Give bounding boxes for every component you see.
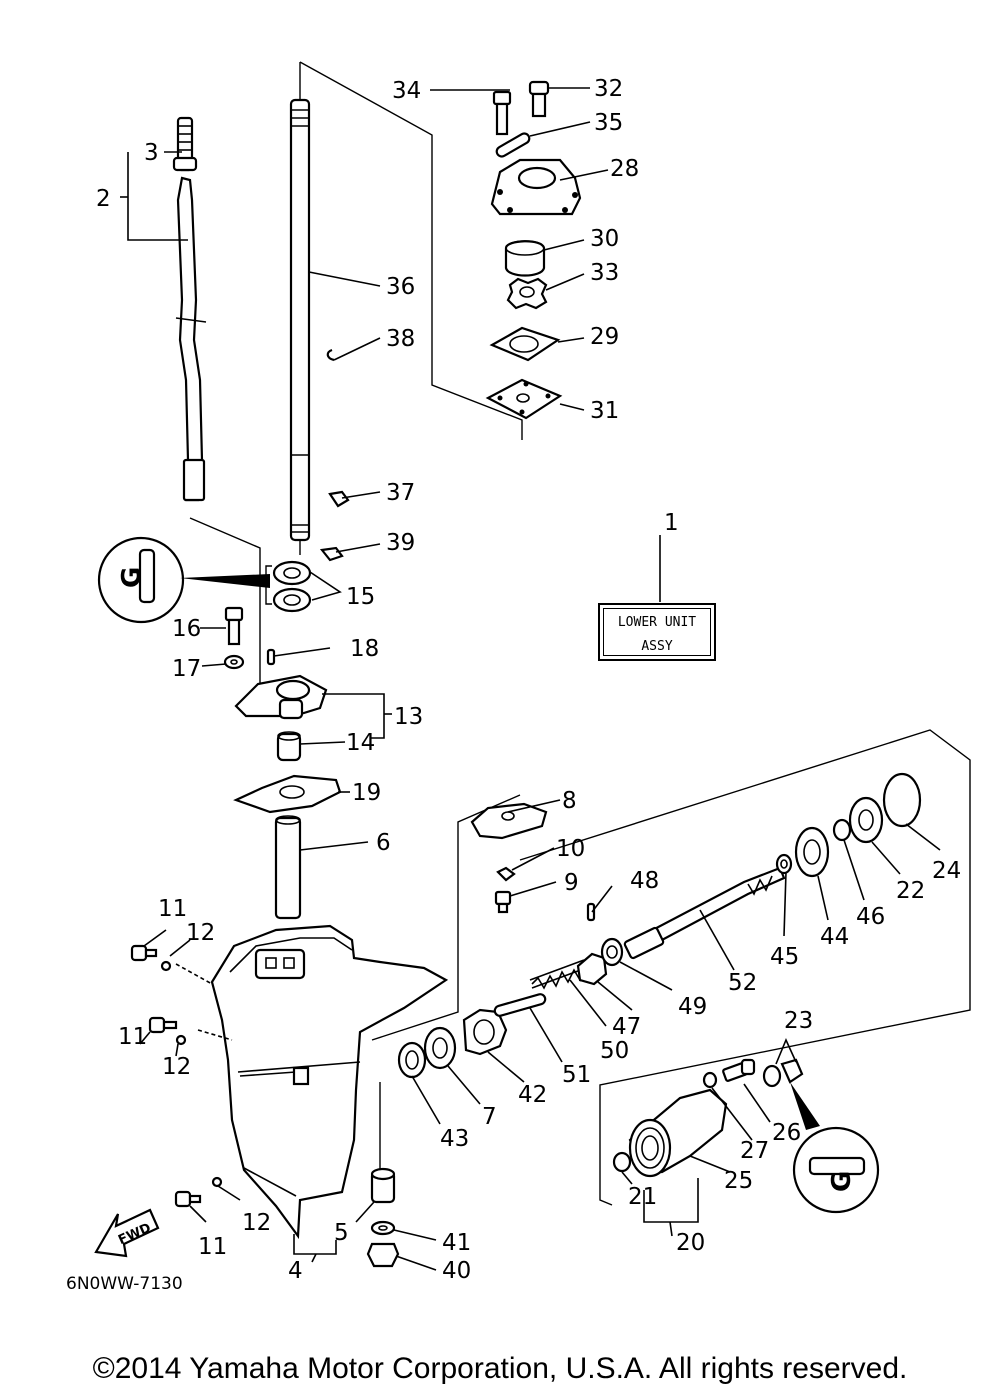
callout-45: 45: [770, 944, 799, 970]
callout-24: 24: [932, 858, 961, 884]
leader-lines: [120, 87, 941, 1271]
callout-19: 19: [352, 780, 381, 806]
callout-3: 3: [144, 140, 159, 166]
callout-44: 44: [820, 924, 849, 950]
callout-41: 41: [442, 1230, 471, 1256]
callout-11b: 11: [118, 1024, 147, 1050]
lower-case: [210, 924, 449, 1240]
callout-29: 29: [590, 324, 619, 350]
svg-text:G: G: [117, 567, 147, 588]
callout-5: 5: [334, 1220, 349, 1246]
callout-14: 14: [346, 730, 375, 756]
bolt-washer-pin: [223, 606, 276, 670]
propeller-cap: [612, 1058, 804, 1178]
callout-12a: 12: [186, 920, 215, 946]
callout-8: 8: [562, 788, 577, 814]
forward-gear-train: [397, 959, 587, 1079]
callout-32: 32: [594, 76, 623, 102]
callout-17: 17: [172, 656, 201, 682]
fwd-arrow: FWD: [94, 1208, 160, 1258]
svg-text:G: G: [827, 1171, 857, 1192]
callout-31: 31: [590, 398, 619, 424]
callout-1: 1: [664, 510, 679, 536]
oil-seal-housing: [234, 674, 328, 762]
callout-22: 22: [896, 878, 925, 904]
callout-11a: 11: [158, 896, 187, 922]
label-line-2: ASSY: [641, 639, 673, 654]
callout-39: 39: [386, 530, 415, 556]
callout-25: 25: [724, 1168, 753, 1194]
callout-12b: 12: [162, 1054, 191, 1080]
diagram-code: 6N0WW-7130: [66, 1274, 183, 1294]
callout-33: 33: [590, 260, 619, 286]
callout-numbers: 1 2 3 4 5 6 7 8 9 10 11 11 11 12 12 12 1…: [96, 76, 961, 1284]
callout-30: 30: [590, 226, 619, 252]
water-tube: [274, 815, 302, 920]
lower-unit-assy-label: LOWER UNIT ASSY: [598, 603, 716, 661]
callout-12c: 12: [242, 1210, 271, 1236]
label-box-inner-border: [603, 608, 711, 656]
callout-20: 20: [676, 1230, 705, 1256]
propeller-shaft: [576, 772, 922, 986]
callout-13: 13: [394, 704, 423, 730]
callout-35: 35: [594, 110, 623, 136]
callout-9: 9: [564, 870, 579, 896]
callout-28: 28: [610, 156, 639, 182]
callout-50: 50: [600, 1038, 629, 1064]
callout-18: 18: [350, 636, 379, 662]
callout-27: 27: [740, 1138, 769, 1164]
callout-23: 23: [784, 1008, 813, 1034]
callout-38: 38: [386, 326, 415, 352]
bearings: [265, 560, 312, 613]
callout-37: 37: [386, 480, 415, 506]
callout-15: 15: [346, 584, 375, 610]
case-bolts: [130, 944, 233, 1208]
copyright-notice: ©2014 Yamaha Motor Corporation, U.S.A. A…: [92, 1352, 908, 1385]
callout-43: 43: [440, 1126, 469, 1152]
callout-7: 7: [482, 1104, 497, 1130]
callout-6: 6: [376, 830, 391, 856]
water-pump: [485, 80, 582, 420]
callout-21: 21: [628, 1184, 657, 1210]
drive-shaft: [289, 98, 311, 542]
callout-10: 10: [556, 836, 585, 862]
shaft-clips: [319, 348, 350, 562]
callout-42: 42: [518, 1082, 547, 1108]
callout-46: 46: [856, 904, 885, 930]
housing-gasket: [233, 774, 342, 814]
callout-52: 52: [728, 970, 757, 996]
label-line-1: LOWER UNIT: [617, 615, 697, 630]
callout-34: 34: [392, 78, 421, 104]
callout-36: 36: [386, 274, 415, 300]
grease-callout-left: G: [97, 536, 270, 624]
callout-11c: 11: [198, 1234, 227, 1260]
callout-47: 47: [612, 1014, 641, 1040]
callout-48: 48: [630, 868, 659, 894]
callout-26: 26: [772, 1120, 801, 1146]
callout-51: 51: [562, 1062, 591, 1088]
assembly-lines: [189, 61, 971, 1206]
drain-screw: [366, 1167, 400, 1268]
callout-4: 4: [288, 1258, 303, 1284]
callout-16: 16: [172, 616, 201, 642]
callout-2: 2: [96, 186, 111, 212]
callout-40: 40: [442, 1258, 471, 1284]
grease-callout-right: G: [790, 1082, 880, 1214]
shift-rod: [172, 116, 207, 502]
callout-49: 49: [678, 994, 707, 1020]
